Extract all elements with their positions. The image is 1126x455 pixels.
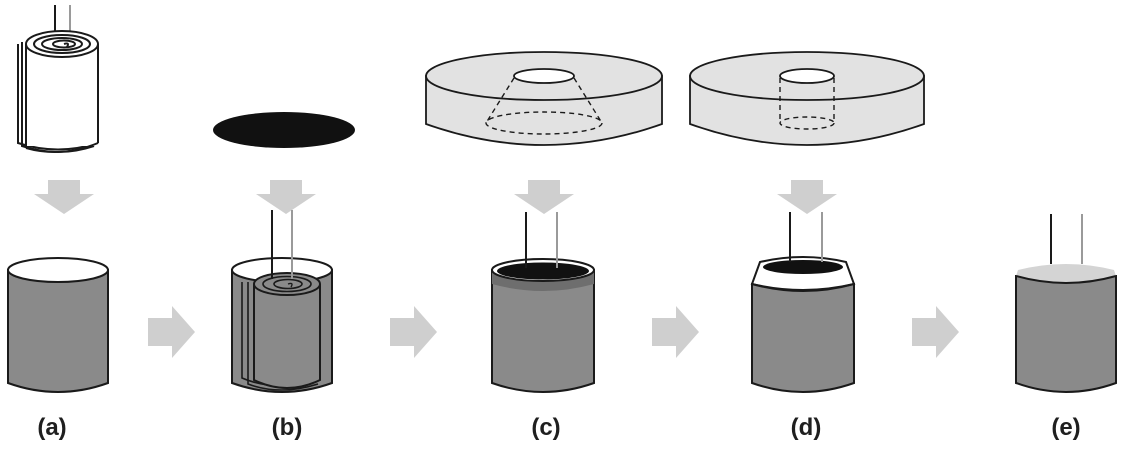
can-a — [7, 257, 109, 393]
step-label-b: (b) — [271, 414, 303, 441]
can-c — [491, 212, 595, 393]
right-arrow-3 — [652, 306, 699, 358]
down-arrow-b — [256, 180, 316, 214]
black-disc-b — [213, 112, 355, 148]
down-arrow-d — [777, 180, 837, 214]
right-arrow-2 — [390, 306, 437, 358]
step-label-a: (a) — [37, 414, 67, 441]
step-a-group — [7, 5, 109, 393]
crimping-die-d — [689, 51, 925, 146]
step-d-group — [689, 51, 925, 393]
step-label-e: (e) — [1051, 414, 1081, 441]
right-arrow-1 — [148, 306, 195, 358]
down-arrow-a — [34, 180, 94, 214]
step-e-group — [1015, 214, 1117, 393]
step-c-group — [425, 51, 663, 393]
down-arrow-c — [514, 180, 574, 214]
crimping-die-c — [425, 51, 663, 146]
can-with-element-b — [231, 210, 333, 393]
step-b-group — [213, 112, 355, 393]
rolled-element-a — [17, 5, 99, 153]
right-arrow-4 — [912, 306, 959, 358]
sealed-can-e — [1015, 214, 1117, 393]
step-label-c: (c) — [531, 414, 561, 441]
step-label-d: (d) — [790, 414, 822, 441]
can-d — [750, 212, 856, 393]
